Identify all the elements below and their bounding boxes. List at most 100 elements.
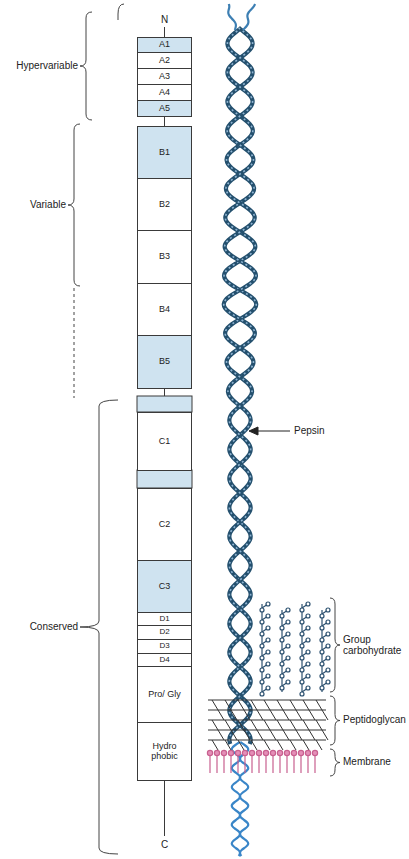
lipid-tail [258,755,259,773]
chain-end [228,4,236,30]
lipid-head [214,750,219,755]
sugar-unit [306,638,310,642]
bracket [330,598,340,692]
membrane-lipids [207,750,317,773]
sugar-unit [320,686,324,690]
sugar-unit [266,614,270,618]
peptide-crosslink [218,730,224,740]
domain-box: Hydro phobic [137,722,192,781]
sugar-unit [286,608,290,612]
sugar-unit [280,674,284,678]
domain-box: B5 [137,335,192,389]
sugar-unit [266,602,270,606]
domain-box: D2 [137,625,192,640]
domain-label: C2 [157,520,173,529]
lipid-head [228,750,233,755]
peptide-crosslink [290,740,296,750]
lipid-head [291,750,296,755]
lipid-tail [244,755,245,773]
peptide-crosslink [277,740,283,750]
lipid-tail [223,755,224,773]
sugar-unit [320,674,324,678]
sugar-unit [300,656,304,660]
chain-line [164,388,165,396]
peptide-crosslink [238,700,244,710]
sugar-unit [326,632,330,636]
glycan-strand [208,710,326,711]
sugar-unit [326,680,330,684]
sugar-unit [260,680,264,684]
peptide-crosslink [238,720,244,730]
domain-label: C1 [157,437,173,446]
sugar-unit [286,620,290,624]
lipid-head [277,750,282,755]
peptidoglycan-mesh [208,700,328,750]
repeat-block [137,396,192,412]
domain-label: D2 [157,628,171,636]
domain-box: C3 [137,560,192,613]
domain-box: A5 [137,100,192,117]
peptide-crosslink [296,710,302,720]
peptide-crosslink [283,710,289,720]
peptide-crosslink [225,720,231,730]
sugar-unit [300,632,304,636]
domain-label: B2 [157,200,172,209]
domain-label: A2 [157,56,172,65]
region-label: Conserved [6,621,78,633]
peptide-crosslink [309,730,315,740]
domain-label: B5 [157,357,172,366]
peptide-crosslink [309,710,315,720]
sugar-unit [320,614,324,618]
sugar-unit [266,626,270,630]
peptide-crosslink [296,730,302,740]
sugar-unit [266,686,270,690]
region-label: Hypervariable [6,60,78,72]
domain-label: Hydro phobic [138,742,191,761]
peptide-crosslink [303,740,309,750]
callout-label: Membrane [343,756,407,768]
column-lines [137,27,192,836]
lipid-tail [216,755,217,773]
domain-box: D1 [137,612,192,626]
sugar-unit [266,674,270,678]
lipid-tail [209,755,210,773]
peptide-crosslink [251,700,257,710]
sugar-unit [326,644,330,648]
sugar-unit [260,608,264,612]
sugar-unit [306,650,310,654]
sugar-unit [260,632,264,636]
sugar-unit [286,656,290,660]
sugar-unit [320,650,324,654]
glycan-strand [208,730,326,731]
repeat-block [137,470,192,488]
peptide-crosslink [316,700,322,710]
domain-label: B3 [157,252,172,261]
peptide-crosslink [225,740,231,750]
domain-box: B3 [137,230,192,284]
domain-box: A4 [137,84,192,101]
peptide-crosslink [303,700,309,710]
sugar-unit [326,656,330,660]
lipid-tail [265,755,266,773]
peptide-crosslink [231,730,237,740]
domain-box: B4 [137,283,192,336]
peptide-crosslink [303,720,309,730]
domain-box: A2 [137,52,192,69]
lipid-tail [279,755,280,773]
sugar-unit [260,620,264,624]
lipid-head [249,750,254,755]
bracket [118,4,124,20]
domain-box: Pro/ Gly [137,666,192,723]
domain-box: D4 [137,653,192,667]
sugar-unit [286,632,290,636]
sugar-unit [286,668,290,672]
sugar-unit [260,656,264,660]
peptide-crosslink [277,720,283,730]
sugar-unit [260,644,264,648]
group-carbohydrate-chains [260,602,330,696]
peptide-crosslink [290,720,296,730]
peptide-crosslink [244,730,250,740]
domain-box: A3 [137,68,192,85]
helix-strand [224,28,256,744]
chain-line [164,27,165,37]
